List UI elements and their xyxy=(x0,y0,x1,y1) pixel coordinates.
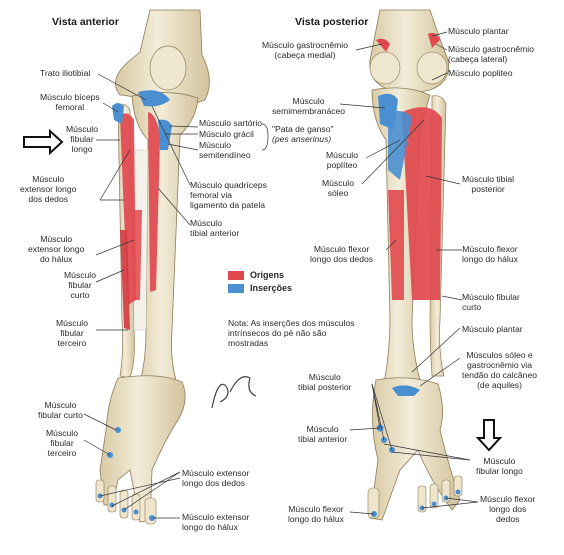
posterior-origin-soleus xyxy=(402,107,442,300)
anterior-origin-tibialis xyxy=(148,112,160,292)
label-sartorio: Músculo sartório xyxy=(199,118,263,128)
label-pata-de-ganso: "Pata de ganso"(pes anserinus) xyxy=(272,124,334,144)
anterior-ins-biceps xyxy=(112,103,124,124)
anterior-origin-fib-curto xyxy=(120,230,130,330)
posterior-foot xyxy=(369,377,461,521)
label-trato-iliotibial: Trato iliotibial xyxy=(40,68,91,78)
posterior-origin-gastro-medial xyxy=(376,38,390,52)
posterior-origin-gastro-lateral xyxy=(428,32,440,48)
label-popliteo-top: Músculo popliteo xyxy=(448,68,513,78)
leader-lines xyxy=(83,31,479,519)
artist-signature xyxy=(211,376,257,409)
label-plantar-2: Músculo plantar xyxy=(462,324,523,334)
title-anterior: Vista anterior xyxy=(52,16,119,28)
label-gracil: Músculo grácil xyxy=(199,129,254,139)
title-posterior: Vista posterior xyxy=(295,16,369,28)
arrow-down-icon xyxy=(475,419,503,452)
posterior-origin-flex-digitorum xyxy=(388,190,404,300)
anterior-ins-patellar xyxy=(138,90,170,107)
legend-origins: Origens xyxy=(228,270,284,280)
anterior-ins-pes-anserinus xyxy=(158,119,172,150)
arrow-right-icon xyxy=(23,128,64,156)
anterior-origin-ext-digitorum xyxy=(120,113,136,305)
posterior-leg xyxy=(367,9,463,521)
origin-swatch xyxy=(228,270,244,280)
anterior-foot xyxy=(99,375,186,523)
anterior-tibia xyxy=(131,92,199,383)
label-gastro-medial: Músculo gastrocnêmio(cabeça medial) xyxy=(262,40,348,60)
posterior-ins-popliteus xyxy=(388,110,412,180)
label-plantar-top: Músculo plantar xyxy=(448,26,509,36)
label-gastro-lateral: Músculo gastrocnêmio(cabeça lateral) xyxy=(448,44,534,64)
anterior-leg xyxy=(95,9,210,525)
anterior-origin-ext-hallucis xyxy=(134,210,142,300)
legend-insertions: Inserções xyxy=(228,283,292,293)
insertion-swatch xyxy=(228,283,244,293)
posterior-ins-achilles xyxy=(392,385,420,396)
